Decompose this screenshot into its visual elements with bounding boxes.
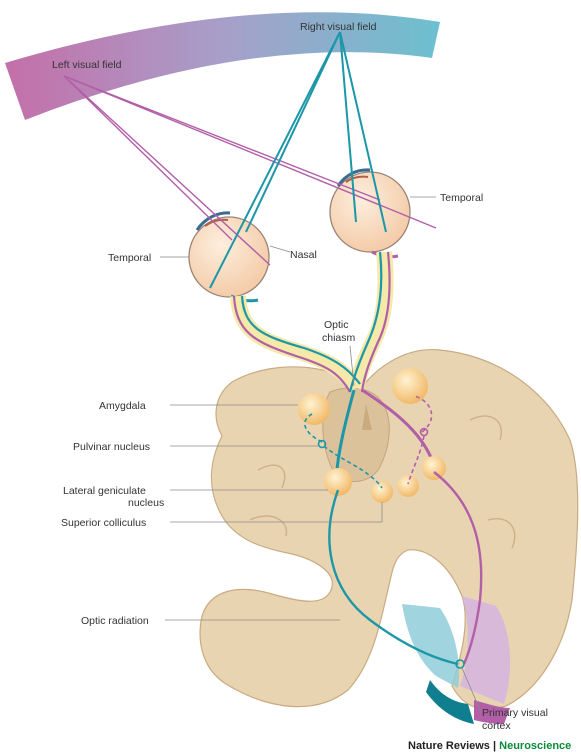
label-right-visual-field: Right visual field bbox=[300, 21, 377, 33]
label-primary-visual-cortex-2: cortex bbox=[482, 720, 511, 732]
label-optic-chiasm-2: chiasm bbox=[322, 332, 356, 344]
label-lgn-1: Lateral geniculate bbox=[63, 485, 146, 497]
journal-separator: | bbox=[490, 740, 499, 752]
colliculus-right bbox=[397, 475, 419, 497]
label-nasal: Nasal bbox=[290, 249, 317, 261]
colliculus-left bbox=[371, 481, 393, 503]
lgn-right bbox=[422, 456, 446, 480]
label-left-visual-field: Left visual field bbox=[52, 59, 122, 71]
label-lgn-2: nucleus bbox=[128, 497, 164, 509]
label-primary-visual-cortex-1: Primary visual bbox=[482, 707, 548, 719]
journal-name: Nature Reviews bbox=[408, 740, 490, 752]
label-pulvinar-nucleus: Pulvinar nucleus bbox=[73, 441, 150, 453]
label-superior-colliculus: Superior colliculus bbox=[61, 517, 146, 529]
label-optic-chiasm-1: Optic bbox=[324, 319, 349, 331]
label-temporal-right: Temporal bbox=[440, 192, 483, 204]
amygdala-left bbox=[298, 393, 330, 425]
brain-section bbox=[200, 350, 578, 709]
journal-credit: Nature Reviews | Neuroscience bbox=[408, 740, 571, 752]
journal-section: Neuroscience bbox=[499, 740, 571, 752]
left-eye bbox=[189, 213, 269, 301]
right-eye bbox=[330, 170, 410, 257]
label-optic-radiation: Optic radiation bbox=[81, 615, 149, 627]
amygdala-right bbox=[392, 368, 428, 404]
label-amygdala: Amygdala bbox=[99, 400, 146, 412]
label-temporal-left: Temporal bbox=[108, 252, 151, 264]
